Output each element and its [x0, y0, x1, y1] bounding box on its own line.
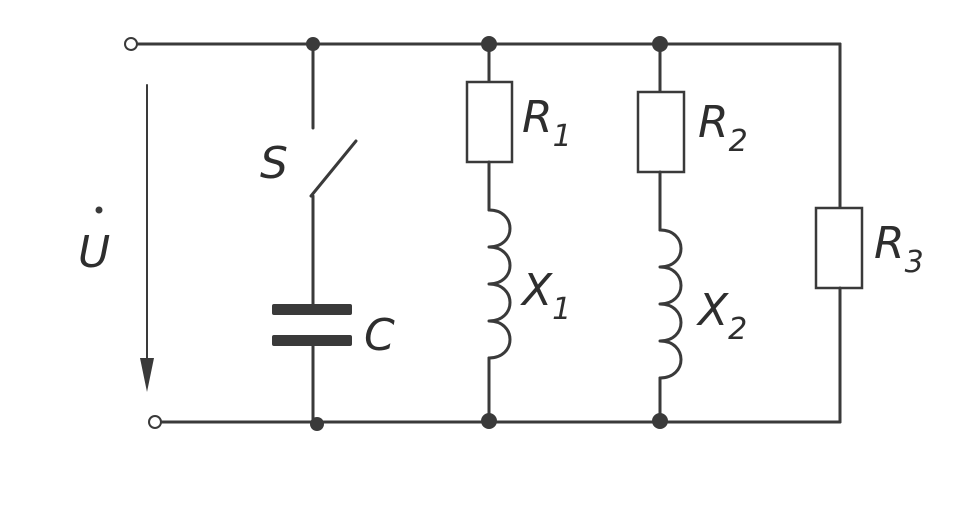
- switch-blade: [309, 139, 358, 198]
- resistor-r2: [636, 90, 686, 174]
- resistor-r3-label: R3: [874, 218, 924, 280]
- junction-dot: [306, 37, 320, 51]
- inductor-x2: [658, 228, 683, 380]
- capacitor-plate-bottom: [272, 335, 352, 346]
- junction-dot: [652, 36, 668, 52]
- resistor-r3: [814, 206, 864, 290]
- junction-dot: [481, 413, 497, 429]
- resistor-r1: [465, 80, 514, 164]
- resistor-r2-label: R2: [698, 97, 748, 159]
- capacitor-label: C: [364, 310, 395, 361]
- branch-r2-x2: [636, 42, 686, 424]
- top-terminal: [124, 37, 138, 51]
- switch-label: S: [260, 138, 288, 189]
- junction-dot: [310, 417, 324, 431]
- inductor-x2-label: X2: [696, 285, 747, 347]
- phasor-dot: [95, 206, 103, 214]
- capacitor-branch: [272, 42, 358, 424]
- branch-r1-x1: [465, 42, 514, 424]
- capacitor-plate-top: [272, 304, 352, 315]
- junction-dot: [652, 413, 668, 429]
- branch-r3: [814, 42, 864, 424]
- junction-dot: [481, 36, 497, 52]
- inductor-x1: [487, 208, 512, 360]
- resistor-r1-label: R1: [522, 92, 572, 154]
- voltage-arrow: [140, 84, 154, 392]
- inductor-x1-label: X1: [520, 265, 571, 327]
- svg-text:U: U: [78, 227, 110, 278]
- voltage-label: U: [78, 206, 110, 278]
- bottom-terminal: [148, 415, 162, 429]
